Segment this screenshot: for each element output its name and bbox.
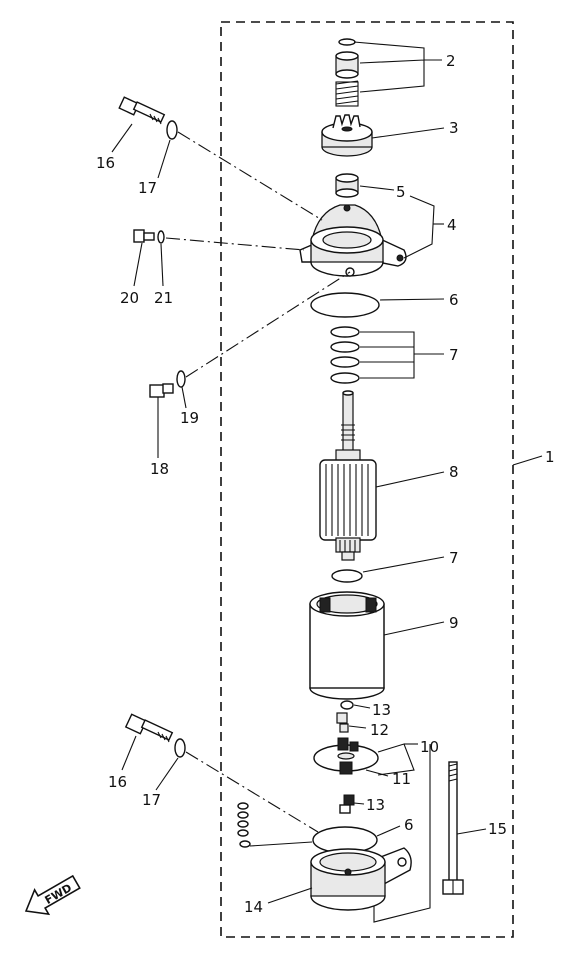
part-11-spring-stack [237,802,251,848]
label-part-16-lower: 16 [108,773,127,791]
part-14-lower-bracket [310,847,412,911]
label-part-14: 14 [244,898,263,916]
label-part-13-lower: 13 [366,796,385,814]
label-part-12: 12 [370,721,389,739]
label-part-6-lower: 6 [404,816,414,834]
label-part-8: 8 [449,463,459,481]
part-20-small-bolt [133,229,155,243]
label-part-9: 9 [449,614,459,632]
label-part-2: 2 [446,52,456,70]
part-18-bolt-middle [149,383,174,398]
assembly-boundary [220,21,514,938]
part-17-washer-upper [166,120,178,140]
fwd-arrow-icon: FWD [24,874,81,916]
label-part-11: 11 [392,770,411,788]
label-part-20: 20 [120,289,139,307]
part-4-upper-bracket [299,204,407,277]
leader-lines [111,41,543,923]
part-3-pinion-gear [321,114,373,157]
label-part-19: 19 [180,409,199,427]
label-part-15: 15 [488,820,507,838]
part-7-washers-upper [330,326,360,384]
part-5-bushing [335,173,359,198]
part-15-through-bolt [442,761,464,895]
label-part-1: 1 [545,448,555,466]
chain-line-spring-stack [249,841,313,847]
label-part-17-upper: 17 [138,179,157,197]
label-part-17-lower: 17 [142,791,161,809]
label-part-10: 10 [420,738,439,756]
label-part-7-lower: 7 [449,549,459,567]
label-part-5: 5 [396,183,406,201]
part-7-washer-lower [331,569,363,583]
part-13-brush-lower [339,794,355,814]
part-17-washer-lower [174,738,186,758]
part-16-bolt-lower [124,713,174,743]
label-part-18: 18 [150,460,169,478]
part-16-bolt-upper [118,96,166,125]
label-part-13-upper: 13 [372,701,391,719]
chain-line-16-lower [185,751,319,833]
part-6-o-ring-upper [310,292,380,318]
part-2-clip-collar-spring [335,38,359,107]
label-part-3: 3 [449,119,459,137]
part-9-yoke [309,591,385,700]
part-10-brush-holder [313,737,379,775]
part-21-small-washer [157,230,165,244]
label-part-6-upper: 6 [449,291,459,309]
chain-line-20-upper [165,237,305,251]
part-12-brush-spring [336,712,349,733]
part-8-armature [319,390,377,561]
chain-line-18-middle [185,271,351,378]
chain-line-16-upper [177,131,323,221]
part-19-washer-middle [176,370,186,388]
label-part-21: 21 [154,289,173,307]
label-part-4: 4 [447,216,457,234]
label-part-16-upper: 16 [96,154,115,172]
label-part-7-upper: 7 [449,346,459,364]
part-13-brush-upper [340,700,354,710]
